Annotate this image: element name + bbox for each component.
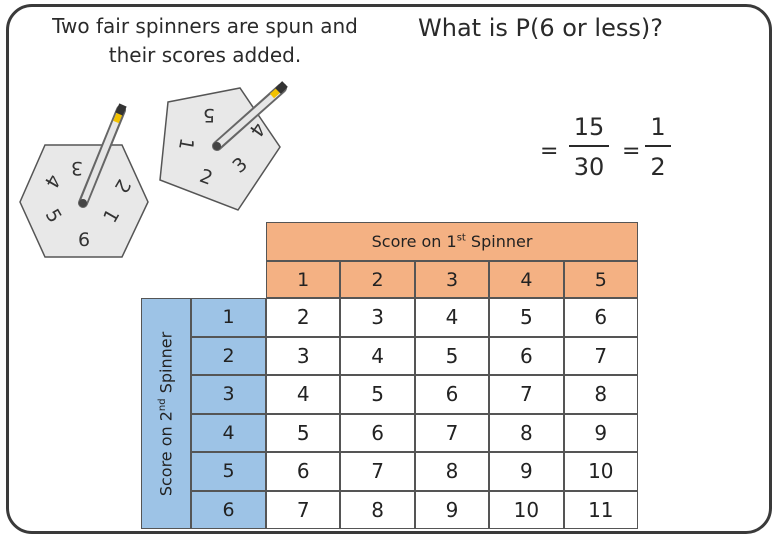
table-cell: 7 <box>414 413 490 452</box>
fraction-15-30: 15 30 <box>569 113 609 181</box>
table-cell: 3 <box>340 298 415 337</box>
pencil-pointer-icon <box>78 103 127 208</box>
denominator: 2 <box>650 153 666 181</box>
table-cell: 8 <box>489 413 564 452</box>
column-header: 5 <box>563 261 638 298</box>
pentagon-label: 1 <box>174 136 198 152</box>
table-cell: 9 <box>563 413 638 452</box>
table-cell: 6 <box>340 413 415 452</box>
table-cell: 6 <box>414 375 490 414</box>
table-cell: 8 <box>563 375 638 414</box>
table-cell: 7 <box>489 375 564 414</box>
intro-text: Two fair spinners are spun and their sco… <box>52 14 358 67</box>
pencil-pointer-icon <box>212 81 288 151</box>
row-header: 5 <box>191 452 266 491</box>
fraction-bar <box>569 145 609 147</box>
table-cell: 9 <box>414 490 490 529</box>
row-header: 3 <box>191 375 266 414</box>
table-cell: 3 <box>266 336 341 375</box>
denominator: 30 <box>573 153 605 181</box>
table-cell: 8 <box>340 490 415 529</box>
hex-label: 3 <box>71 157 83 179</box>
table-cell: 7 <box>340 452 415 491</box>
table-cell: 4 <box>266 375 341 414</box>
numerator: 1 <box>650 113 666 141</box>
row-header: 2 <box>191 336 266 375</box>
table-cell: 11 <box>563 490 638 529</box>
table-cell: 4 <box>340 336 415 375</box>
table-cell: 5 <box>489 298 564 337</box>
fraction-1-2: 1 2 <box>645 113 671 181</box>
table-cell: 6 <box>266 452 341 491</box>
table-cell: 4 <box>414 298 490 337</box>
equals-sign-1: = <box>540 139 559 164</box>
slide-frame <box>6 4 772 534</box>
row-header: 4 <box>191 413 266 452</box>
table-cell: 10 <box>563 452 638 491</box>
side-header-text: Score on 2nd Spinner <box>156 331 176 496</box>
table-cell: 8 <box>414 452 490 491</box>
table-cell: 10 <box>489 490 564 529</box>
header-text: Score on 1st Spinner <box>371 232 533 251</box>
column-header: 2 <box>340 261 415 298</box>
table-cell: 7 <box>563 336 638 375</box>
equals-sign-2: = <box>622 139 641 164</box>
table-cell: 5 <box>414 336 490 375</box>
question-text: What is P(6 or less)? <box>418 14 663 42</box>
fraction-bar <box>645 145 671 147</box>
table-header-first-spinner: Score on 1st Spinner <box>266 222 638 261</box>
spinners-illustration: 3 2 1 6 5 4 5 4 3 2 1 <box>19 81 288 258</box>
column-header: 1 <box>266 261 341 298</box>
row-header: 1 <box>191 298 266 337</box>
table-cell: 6 <box>489 336 564 375</box>
numerator: 15 <box>573 113 605 141</box>
table-cell: 2 <box>266 298 341 337</box>
table-header-second-spinner: Score on 2nd Spinner <box>141 298 191 529</box>
pentagon-label: 5 <box>203 104 215 126</box>
column-header: 3 <box>414 261 490 298</box>
table-cell: 9 <box>489 452 564 491</box>
table-cell: 6 <box>563 298 638 337</box>
column-header: 4 <box>489 261 564 298</box>
table-cell: 7 <box>266 490 341 529</box>
table-cell: 5 <box>266 413 341 452</box>
table-cell: 5 <box>340 375 415 414</box>
row-header: 6 <box>191 490 266 529</box>
hex-label: 6 <box>78 229 90 251</box>
